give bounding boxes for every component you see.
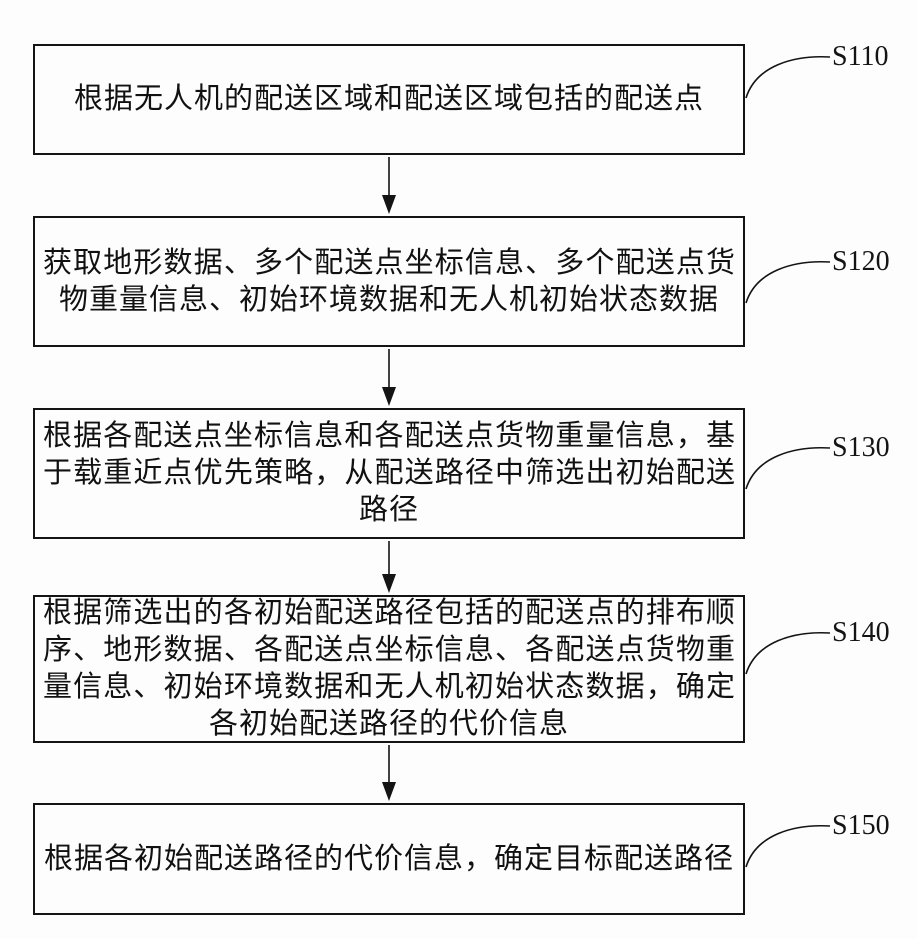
step-label-s110: S110 [832, 41, 889, 72]
step-label-s130: S130 [832, 432, 890, 463]
step-text-line: 序、地形数据、各配送点坐标信息、各配送点货物重 [43, 634, 735, 666]
step-text-line: 根据筛选出的各初始配送路径包括的配送点的排布顺 [43, 597, 735, 629]
leader-line-s130 [745, 446, 831, 490]
step-text-line: 根据无人机的配送区域和配送区域包括的配送点 [73, 83, 704, 115]
flow-step-box-s120: 获取地形数据、多个配送点坐标信息、多个配送点货 物重量信息、初始环境数据和无人机… [33, 216, 745, 347]
flow-step-box-s130: 根据各配送点坐标信息和各配送点货物重量信息，基 于载重近点优先策略，从配送路径中… [33, 408, 745, 539]
flow-step-box-s110: 根据无人机的配送区域和配送区域包括的配送点 [33, 44, 745, 155]
step-label-s120: S120 [832, 246, 890, 277]
flow-arrow-1 [382, 157, 396, 214]
step-text-line: 路径 [358, 494, 419, 526]
step-text-line: 于载重近点优先策略，从配送路径中筛选出初始配送 [43, 457, 735, 489]
step-text-line: 根据各配送点坐标信息和各配送点货物重量信息，基 [43, 420, 735, 452]
flow-arrow-3 [382, 541, 396, 593]
leader-line-s140 [745, 631, 831, 675]
leader-line-s110 [745, 55, 831, 99]
step-text-line: 物重量信息、初始环境数据和无人机初始状态数据 [58, 283, 719, 316]
step-text-line: 量信息、初始环境数据和无人机初始状态数据，确定 [43, 671, 735, 703]
flow-arrow-2 [382, 349, 396, 406]
step-label-s150: S150 [832, 810, 890, 841]
leader-line-s120 [745, 260, 831, 304]
leader-line-s150 [745, 824, 831, 868]
flow-step-box-s140: 根据筛选出的各初始配送路径包括的配送点的排布顺 序、地形数据、各配送点坐标信息、… [33, 595, 745, 743]
flow-step-box-s150: 根据各初始配送路径的代价信息，确定目标配送路径 [33, 803, 745, 915]
step-text-line: 根据各初始配送路径的代价信息，确定目标配送路径 [43, 842, 734, 875]
step-label-s140: S140 [832, 617, 890, 648]
flow-arrow-4 [382, 745, 396, 801]
step-text-line: 获取地形数据、多个配送点坐标信息、多个配送点货 [43, 246, 735, 279]
step-text-line: 各初始配送路径的代价信息 [208, 708, 569, 740]
